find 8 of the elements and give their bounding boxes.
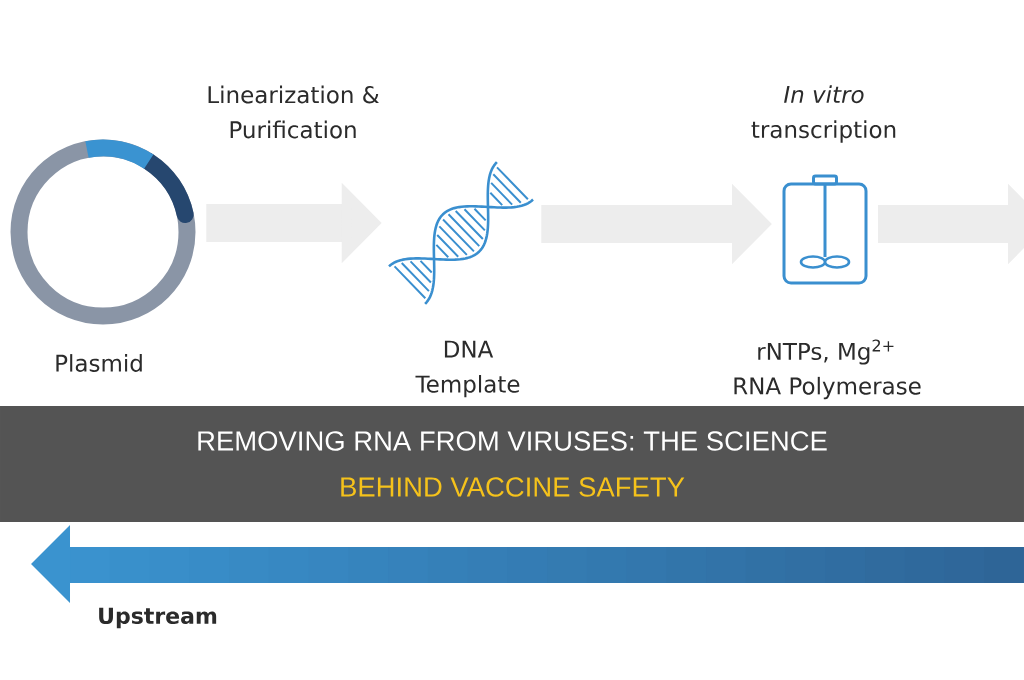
step-heading: In vitro transcription [751,85,896,143]
title-banner: REMOVING RNA FROM VIRUSES: THE SCIENCE BEHIND VACCINE SAFETY [0,406,1024,522]
arrow-caption: Upstream [99,607,217,629]
node-label: DNA Template [415,340,520,398]
node-label: RNA Polymerase [734,376,921,400]
node-label: Plasmid [56,354,142,372]
edge-label: Linearization & Purification [208,85,379,139]
node-label: rNTPs, Mg$^{2+}$ [758,339,894,365]
